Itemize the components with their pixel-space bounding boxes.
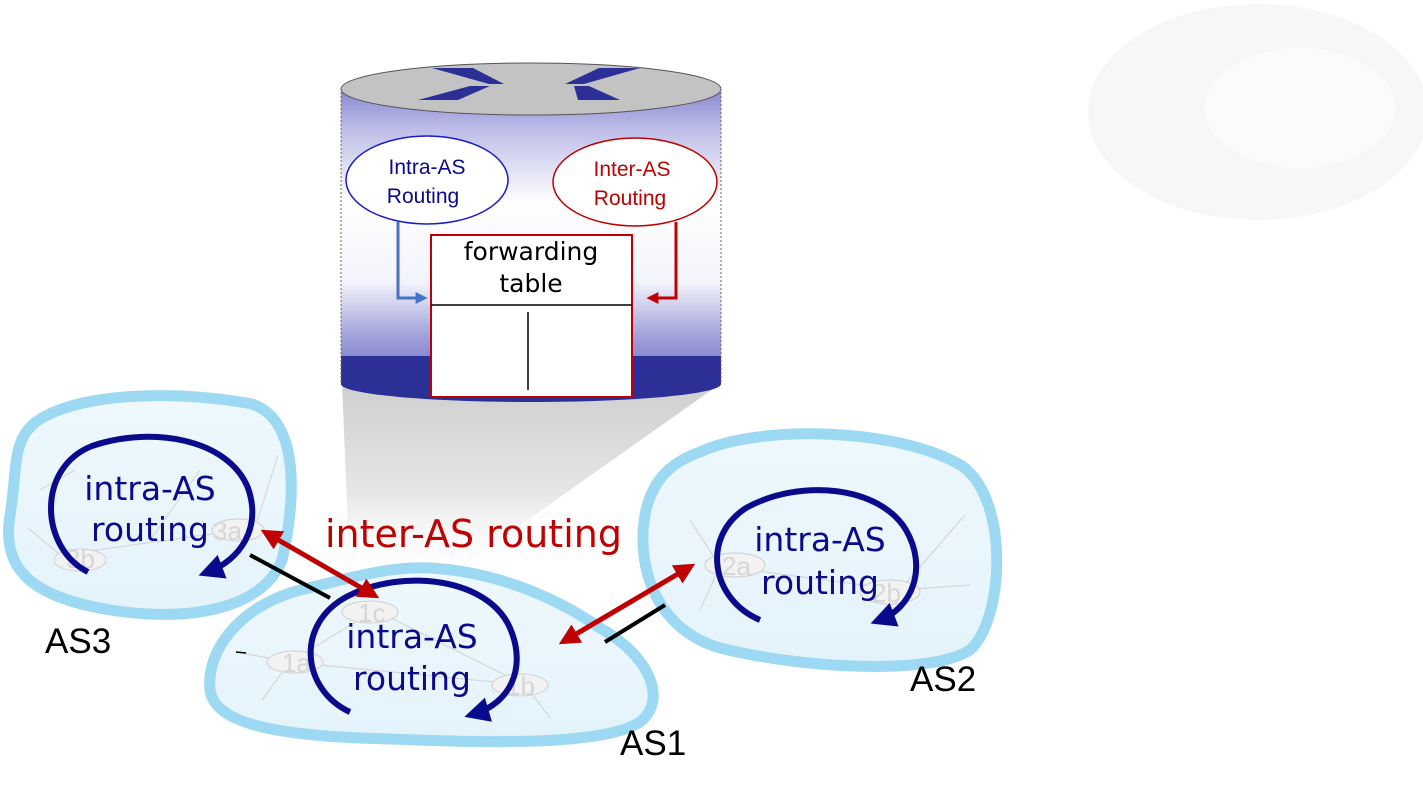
as1-cloud: 1c 1a 1b intra-AS routing (204, 562, 659, 748)
inter-to-forwarding-arrow (646, 222, 678, 304)
as3-label: AS3 (45, 622, 111, 661)
svg-text:3a: 3a (213, 516, 242, 546)
forwarding-table: forwarding table (430, 234, 633, 398)
as3-cloud: 3b 3a intra-AS routing (3, 390, 297, 620)
forwarding-table-title-line1: forwarding (464, 237, 599, 266)
svg-text:Routing: Routing (594, 187, 666, 210)
as2-cloud: 2a 2b intra-AS routing (637, 428, 1003, 672)
router-cross-icon (418, 68, 640, 100)
svg-text:Routing: Routing (387, 185, 459, 208)
inter-as-routing-label: inter-AS routing (325, 512, 622, 556)
svg-text:Inter-AS: Inter-AS (593, 158, 670, 181)
as2-intra-label-line2: routing (761, 563, 879, 602)
as3-intra-loop-arrow (48, 433, 256, 579)
forwarding-table-title-line2: table (499, 269, 562, 298)
svg-text:2a: 2a (722, 551, 751, 581)
router-top (340, 62, 722, 116)
as1-intra-label-line2: routing (353, 659, 471, 698)
as2-intra-loop-arrow (714, 487, 920, 627)
faint-background-blob-inner (1205, 48, 1395, 168)
svg-text:1a: 1a (282, 648, 311, 678)
as2-intra-label-line1: intra-AS (754, 520, 886, 559)
as1-label: AS1 (620, 724, 686, 763)
as3-intra-label-line2: routing (91, 510, 209, 549)
inter-as-arrow-as3-as1 (260, 529, 380, 599)
inter-as-routing-process: Inter-AS Routing (552, 137, 718, 227)
inter-as-arrow-as1-as2 (558, 563, 696, 645)
as3-intra-label-line1: intra-AS (84, 469, 216, 508)
as1-intra-label-line1: intra-AS (346, 617, 478, 656)
intra-as-routing-process: Intra-AS Routing (345, 135, 509, 225)
as2-label: AS2 (910, 660, 976, 699)
as1-intra-loop-arrow (307, 577, 520, 722)
svg-text:1c: 1c (358, 598, 385, 628)
zoom-wedge (342, 384, 720, 582)
as1-router-1c: 1c (341, 598, 399, 628)
intra-to-forwarding-arrow (396, 222, 428, 304)
svg-text:Intra-AS: Intra-AS (388, 156, 465, 179)
